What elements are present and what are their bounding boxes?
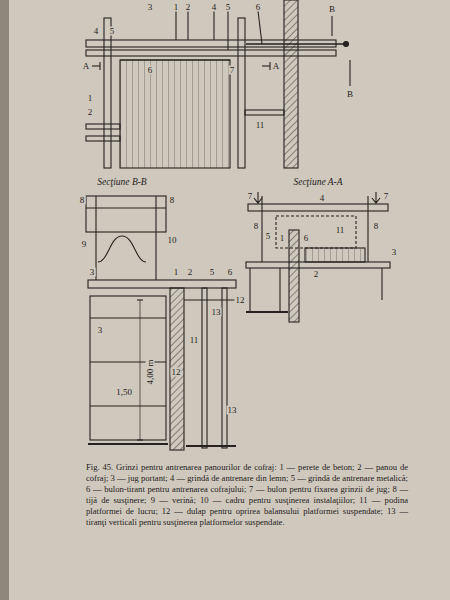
callout-number: 1 [87, 94, 94, 103]
callout-number: 7 [247, 192, 254, 201]
callout-number: 5 [109, 27, 116, 36]
callout-number: B [346, 90, 354, 99]
section-title: Secţiune B-B [96, 178, 147, 188]
section-a-a [246, 192, 390, 322]
section-title: Secţiune A-A [292, 178, 343, 188]
callout-number: 8 [373, 222, 380, 231]
callout-number: 8 [169, 196, 176, 205]
figure-caption: Fig. 45. Grinzi pentru antrenarea panour… [86, 462, 408, 528]
callout-number: 11 [335, 226, 346, 235]
callout-number: 12 [235, 296, 246, 305]
callout-number: 4 [211, 3, 218, 12]
callout-number: 13 [227, 406, 238, 415]
callout-number: 4 [319, 194, 326, 203]
callout-number: 11 [255, 121, 266, 130]
callout-number: 6 [147, 66, 154, 75]
callout-number: 11 [189, 336, 200, 345]
section-b-b [86, 196, 236, 450]
callout-number: 1 [279, 234, 286, 243]
callout-number: 7 [229, 66, 236, 75]
callout-number: 3 [391, 248, 398, 257]
callout-number: 2 [185, 3, 192, 12]
callout-number: 9 [81, 240, 88, 249]
callout-number: 6 [303, 234, 310, 243]
callout-number: 6 [227, 268, 234, 277]
callout-number: 1,50 [115, 388, 133, 397]
callout-number: 8 [79, 196, 86, 205]
callout-number: 5 [225, 3, 232, 12]
callout-number: 6 [255, 3, 262, 12]
callout-number: 1 [173, 268, 180, 277]
callout-number: 5 [209, 268, 216, 277]
callout-number: 10 [167, 236, 178, 245]
callout-number: A [82, 62, 91, 71]
callout-number: 3 [147, 3, 154, 12]
callout-number: 5 [265, 232, 272, 241]
callout-number: 13 [211, 308, 222, 317]
callout-number: 3 [97, 326, 104, 335]
callout-number: B [328, 5, 336, 14]
callout-number: 7 [383, 192, 390, 201]
callout-number: 3 [89, 268, 96, 277]
callout-number: 12 [171, 368, 182, 377]
callout-number: 8 [253, 222, 260, 231]
callout-number: 2 [313, 270, 320, 279]
top-view [86, 0, 350, 168]
callout-number: 2 [187, 268, 194, 277]
callout-number: 4 [93, 27, 100, 36]
callout-number: A [272, 62, 281, 71]
page-shadow [0, 0, 9, 600]
callout-number: 4,00 m [146, 358, 155, 385]
callout-number: 2 [87, 108, 94, 117]
callout-number: 1 [173, 3, 180, 12]
